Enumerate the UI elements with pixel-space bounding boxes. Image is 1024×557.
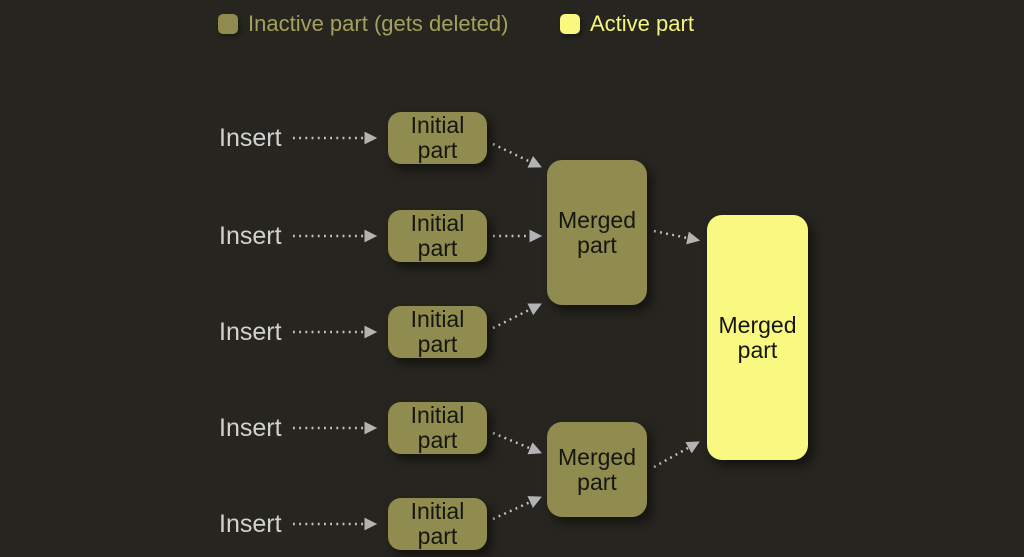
initial-part-box-5: Initial part bbox=[388, 498, 487, 550]
initial-part-box-2: Initial part bbox=[388, 210, 487, 262]
insert-label-1: Insert bbox=[219, 124, 282, 152]
arrow-initial3-merged1 bbox=[492, 303, 542, 330]
arrow-initial4-merged2 bbox=[492, 431, 543, 455]
initial-part-label: Initial part bbox=[410, 498, 465, 549]
merged-part-label: Merged part bbox=[558, 443, 636, 495]
legend-item-active: Active part bbox=[560, 11, 694, 36]
insert-label-4: Insert bbox=[219, 414, 282, 442]
insert-label-2: Insert bbox=[219, 222, 282, 250]
initial-part-box-3: Initial part bbox=[388, 306, 487, 358]
active-part-swatch bbox=[560, 13, 580, 34]
initial-part-label: Initial part bbox=[410, 306, 465, 357]
merged-part-label: Merged part bbox=[558, 206, 636, 258]
merged-part-label: Merged part bbox=[718, 311, 797, 363]
insert-label-5: Insert bbox=[219, 510, 282, 538]
initial-part-label: Initial part bbox=[410, 210, 465, 261]
legend-item-inactive: Inactive part (gets deleted) bbox=[218, 11, 509, 36]
insert-label-3: Insert bbox=[219, 318, 282, 346]
initial-part-label: Initial part bbox=[410, 402, 465, 453]
arrow-initial5-merged2 bbox=[492, 496, 542, 521]
initial-part-box-4: Initial part bbox=[388, 402, 487, 454]
legend-label-active: Active part bbox=[590, 11, 694, 36]
merged-part-box-1: Merged part bbox=[547, 160, 647, 305]
arrow-merged1-final bbox=[653, 229, 701, 245]
arrow-merged2-final bbox=[653, 441, 700, 469]
arrow-initial1-merged1 bbox=[492, 142, 542, 168]
merged-part-box-final-active: Merged part bbox=[707, 215, 808, 460]
initial-part-box-1: Initial part bbox=[388, 112, 487, 164]
legend-label-inactive: Inactive part (gets deleted) bbox=[248, 11, 509, 36]
merged-part-box-2: Merged part bbox=[547, 422, 647, 517]
inactive-part-swatch bbox=[218, 13, 238, 34]
initial-part-label: Initial part bbox=[410, 112, 465, 163]
